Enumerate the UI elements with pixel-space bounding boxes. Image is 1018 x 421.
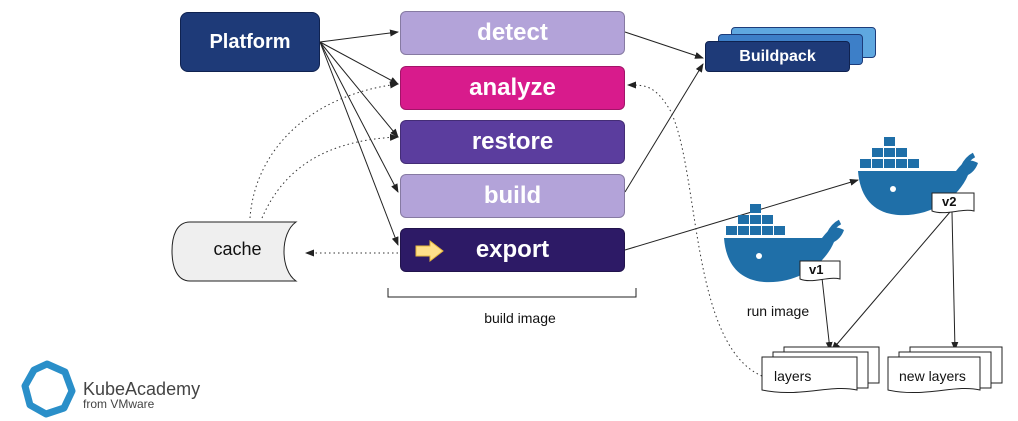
phase-export: export [400,228,625,272]
edge-platform-analyze [319,41,399,85]
phase-label: export [475,236,550,263]
build-image-label: build image [484,310,556,326]
phase-detect: detect [400,11,625,55]
phase-label: analyze [469,74,556,101]
edge-platform-build [319,41,399,193]
docker-whale-icon [724,204,844,283]
v1-tag-label: v1 [809,262,824,277]
buildpack-label: Buildpack [739,47,816,65]
layers-doc-stack [761,346,880,393]
dotted-layers-analyze [627,81,763,377]
new-layers-label: new layers [899,368,966,384]
edge-platform-detect [319,29,399,43]
phase-build: build [400,174,625,218]
platform-box: Platform [180,12,320,72]
brand-subtitle: from VMware [83,397,155,411]
platform-arrows [319,29,399,246]
v1-tag-shape [799,260,841,282]
dotted-cache-analyze [249,81,399,219]
right-arrow-icon [415,240,444,262]
phase-analyze: analyze [400,66,625,110]
edge-v2-layers [831,211,951,351]
platform-label: Platform [209,30,291,53]
edge-build-buildpack [624,63,704,193]
edge-v2-newlayers [951,211,959,351]
v2-tag-shape [931,192,975,214]
run-image-label: run image [746,303,810,319]
edge-platform-export [319,41,399,246]
new-layers-doc-stack [887,346,1003,393]
image-arrows [821,211,959,351]
buildpack-card: Buildpack [705,41,850,72]
kubeacademy-logo-icon [21,360,76,418]
layers-label: layers [774,368,812,384]
phase-label: restore [471,128,554,155]
edge-platform-restore [319,41,399,138]
edge-v1-layers [821,277,833,351]
docker-whale-icon [858,137,978,216]
v2-tag-label: v2 [942,194,957,209]
phase-label: build [483,182,542,209]
build-image-bracket [387,288,637,298]
dotted-cache-restore [261,133,399,219]
cache-cylinder [171,221,298,282]
brand-name: KubeAcademy [83,379,201,399]
dotted-flows [249,81,763,377]
cache-label: cache [213,239,262,259]
phase-label: detect [477,19,548,46]
phase-restore: restore [400,120,625,164]
edge-detect-buildpack [624,31,704,59]
